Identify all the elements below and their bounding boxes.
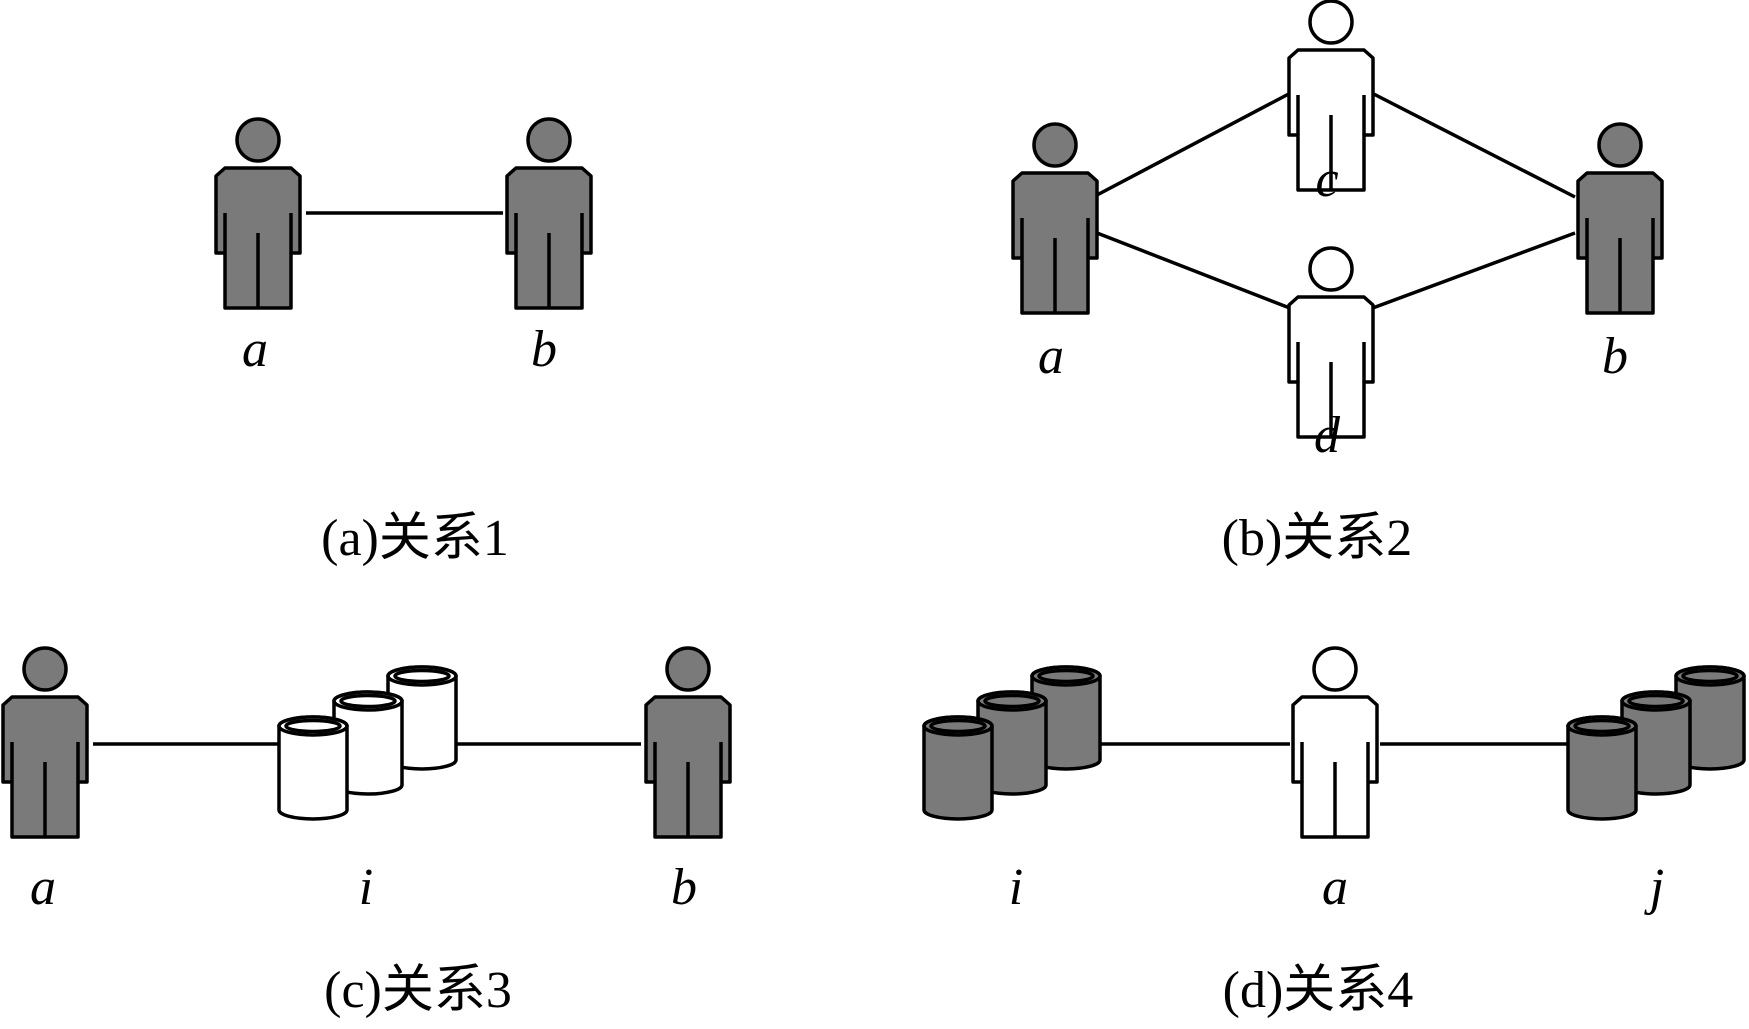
edge-a-c (1096, 86, 1301, 197)
person-icon-b (1576, 122, 1664, 315)
node-label-a: a (30, 859, 56, 916)
person-icon-a (214, 117, 302, 310)
node-label-b: b (1602, 328, 1628, 385)
panel-caption-a: (a)关系1 (321, 510, 509, 567)
node-label-j: j (1644, 859, 1664, 916)
cylinder-icon (277, 715, 349, 821)
node-label-b: b (671, 859, 697, 916)
person-icon-a (1291, 646, 1379, 839)
panel-c: a i b (c)关系3 (1, 646, 732, 1019)
item-stack-icon-i (922, 665, 1102, 821)
node-label-i: i (1009, 859, 1023, 916)
node-label-c: c (1315, 151, 1338, 208)
panel-caption-c: (c)关系3 (324, 962, 512, 1019)
person-icon-b (505, 117, 593, 310)
panel-b: a c d b (b)关系2 (1011, 0, 1664, 567)
edge-c-b (1361, 86, 1576, 199)
cylinder-icon (922, 715, 994, 821)
node-label-a: a (242, 321, 268, 378)
cylinder-icon (1566, 715, 1638, 821)
person-icon-b (644, 646, 732, 839)
panel-a: a b (a)关系1 (214, 117, 593, 567)
node-label-a: a (1038, 328, 1064, 385)
node-label-b: b (531, 321, 557, 378)
node-label-a: a (1322, 859, 1348, 916)
node-label-d: d (1314, 407, 1341, 464)
node-label-i: i (359, 859, 373, 916)
panel-caption-d: (d)关系4 (1223, 962, 1414, 1019)
panel-caption-b: (b)关系2 (1222, 510, 1413, 567)
item-stack-icon-j (1566, 665, 1746, 821)
edge-d-b (1361, 231, 1576, 314)
edge-a-d (1096, 231, 1301, 314)
person-icon-a (1, 646, 89, 839)
panel-d: i a j (d)关系4 (922, 646, 1746, 1019)
person-icon-a (1011, 122, 1099, 315)
item-stack-icon-i (277, 665, 458, 821)
